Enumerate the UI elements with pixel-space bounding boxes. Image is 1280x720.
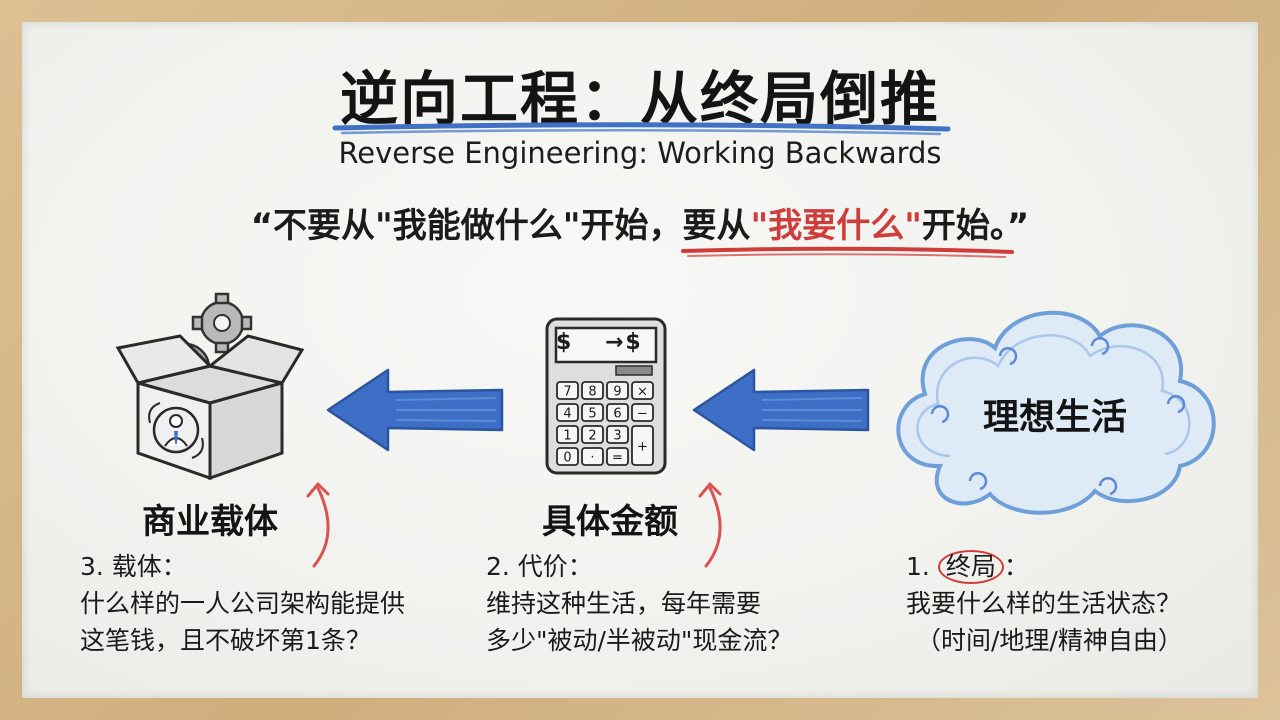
calculator-key-label: ×: [637, 385, 648, 400]
note-ideal-circled: 终局: [937, 550, 1004, 584]
calculator-key: [556, 425, 579, 444]
page-title: 逆向工程：从终局倒推: [339, 65, 940, 133]
calculator-key: [631, 425, 654, 466]
stage-label-ideal: 理想生活: [982, 397, 1127, 438]
calculator-key: [606, 425, 629, 444]
quote: “不要从"我能做什么"开始，要从"我要什么"开始。”: [0, 198, 1280, 247]
note-amount-line1: 2. 代价：: [486, 552, 593, 581]
quote-highlight: "我要什么": [750, 206, 922, 246]
calculator-key-label: +: [637, 440, 648, 455]
calculator-key: [581, 447, 604, 466]
note-ideal-line3: （时间/地理/精神自由）: [916, 626, 1183, 655]
calculator-key: [581, 403, 604, 422]
note-vehicle-line2: 什么样的一人公司架构能提供: [80, 589, 406, 618]
calculator-key-label: 4: [563, 407, 571, 422]
cloud-icon: [896, 310, 1216, 515]
calculator-key-label: 9: [613, 385, 621, 400]
calculator-key: [581, 425, 604, 444]
calculator-key: [631, 381, 654, 400]
stage-label-amount: 具体金额: [542, 502, 678, 542]
note-vehicle: 3. 载体： 什么样的一人公司架构能提供 这笔钱，且不破坏第1条？: [80, 548, 405, 659]
quote-part1: “不要从"我能做什么"开始，要从: [250, 206, 751, 246]
arrow-left-icon: [326, 368, 504, 452]
calculator-key: [556, 447, 579, 466]
calculator-key: [606, 447, 629, 466]
calculator-key: [556, 381, 579, 400]
note-ideal: 1. 终局： 我要什么样的生活状态？ （时间/地理/精神自由）: [906, 548, 1183, 659]
note-ideal-line2: 我要什么样的生活状态？: [906, 589, 1182, 618]
note-ideal-suffix: ：: [1003, 552, 1029, 581]
calculator-key-label: 2: [588, 429, 596, 444]
curved-arrow-icon: [306, 482, 330, 568]
calculator-key-label: 8: [588, 385, 596, 400]
note-vehicle-line3: 这笔钱，且不破坏第1条？: [80, 626, 371, 655]
calculator-key-label: 6: [613, 407, 621, 422]
calculator-display: $ →$: [556, 330, 656, 355]
display-arrow: →: [604, 330, 624, 355]
display-dollar-right: $: [625, 330, 641, 355]
calculator-icon: 7 8 9 × 4 5 6 − 1 2 3 +0 · =: [545, 317, 667, 475]
arrow-left-icon: [692, 368, 870, 452]
note-amount-line3: 多少"被动/半被动"现金流？: [486, 626, 793, 655]
calculator-key-label: 3: [613, 429, 621, 444]
note-amount: 2. 代价： 维持这种生活，每年需要 多少"被动/半被动"现金流？: [486, 548, 792, 659]
calculator-key-label: −: [637, 407, 648, 422]
note-ideal-prefix: 1.: [906, 552, 938, 581]
person-icon: [148, 402, 204, 459]
calculator-key-label: ·: [590, 451, 594, 466]
display-dollar-left: $: [556, 330, 572, 355]
page-subtitle: Reverse Engineering: Working Backwards: [338, 136, 942, 170]
note-vehicle-line1: 3. 载体：: [80, 552, 187, 581]
stage-label-vehicle: 商业载体: [142, 502, 278, 542]
calculator-key: [606, 381, 629, 400]
box-icon: [115, 292, 305, 481]
note-amount-line2: 维持这种生活，每年需要: [486, 589, 762, 618]
calculator-key: [556, 403, 579, 422]
calculator-key-label: 7: [563, 385, 571, 400]
gear-icon: [191, 292, 253, 354]
calculator-key: [581, 381, 604, 400]
calculator-key-label: 5: [588, 407, 596, 422]
calculator-key-label: 0: [563, 451, 571, 466]
calculator-key: [606, 403, 629, 422]
calculator-key: [631, 403, 654, 422]
calculator-key-label: 1: [563, 429, 571, 444]
calculator-key-label: =: [612, 451, 623, 466]
quote-part2: 开始。”: [921, 206, 1030, 246]
curved-arrow-icon: [698, 482, 722, 568]
note-ideal-line1: 1. 终局：: [906, 548, 1183, 585]
